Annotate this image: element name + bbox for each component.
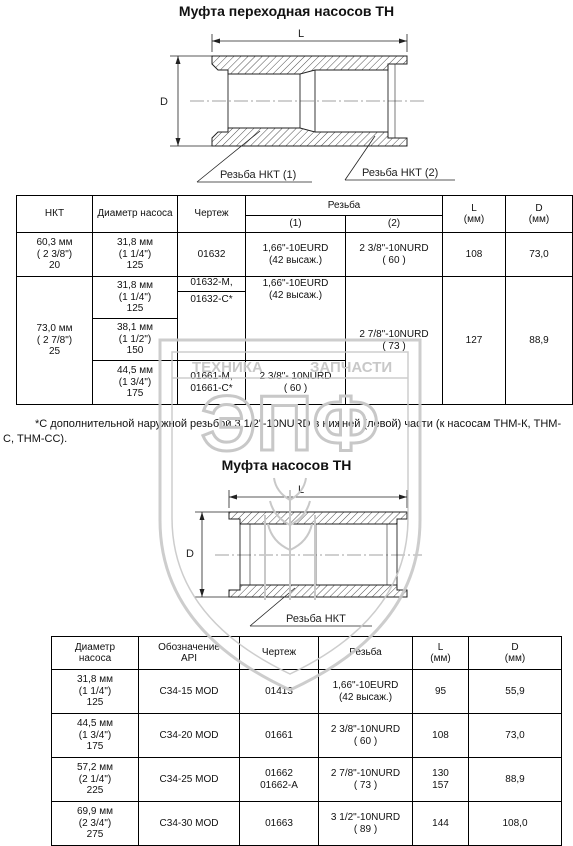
cell-length: 95: [412, 669, 469, 714]
pump-coupling-drawing: L D Резьба НКТ: [186, 484, 422, 627]
cell-thread2: 2 3/8"-10NURD ( 60 ): [345, 232, 443, 277]
cell-length: 108: [412, 713, 469, 758]
thread2-label: Резьба НКТ (2): [362, 167, 438, 179]
pump-coupling-table: Диаметр насоса Обозначение API Чертеж Ре…: [51, 636, 562, 846]
header-length: L (мм): [442, 195, 506, 233]
header-outer-diameter: D (мм): [505, 195, 573, 233]
dim-length-label: L: [298, 28, 304, 40]
cell-diameter: 31,8 мм (1 1/4") 125: [92, 232, 178, 277]
cell-outer-diameter: 73,0: [505, 232, 573, 277]
dim-length-label: L: [298, 484, 304, 496]
table-row: 31,8 мм (1 1/4") 125 C34-15 MOD 01413 1,…: [51, 669, 562, 714]
header-thread-2: (2): [345, 215, 443, 233]
cell-length: 108: [442, 232, 506, 277]
header-length: L (мм): [412, 636, 469, 670]
cell-thread2: 2 7/8"-10NURD ( 73 ): [345, 276, 443, 405]
cell-drawing: 01632: [177, 232, 246, 277]
cell-length: 127: [442, 276, 506, 405]
cell-thread: 2 3/8"-10NURD ( 60 ): [318, 713, 413, 758]
adapter-coupling-table: НКТ Диаметр насоса Чертеж Резьба L (мм) …: [16, 195, 573, 405]
cell-drawing: 01661-М, 01661-С*: [177, 360, 246, 405]
cell-diameter: 31,8 мм (1 1/4") 125: [51, 669, 139, 714]
table-row: 73,0 мм ( 2 7/8") 25 31,8 мм (1 1/4") 12…: [16, 276, 573, 405]
cell-nkt: 73,0 мм ( 2 7/8") 25: [16, 276, 93, 405]
header-nkt: НКТ: [16, 195, 93, 233]
cell-thread1: 1,66"-10EURD (42 высаж.): [245, 232, 346, 277]
cell-outer-diameter: 108,0: [468, 801, 562, 846]
cell-thread1: 1,66"-10EURD (42 высаж.): [245, 276, 346, 361]
cell-drawing: 01662 01662-А: [239, 757, 319, 802]
cell-api: C34-20 MOD: [138, 713, 240, 758]
footnote: *С дополнительной наружной резьбой 3 1/2…: [3, 417, 571, 448]
header-outer-diameter: D (мм): [468, 636, 562, 670]
cell-drawing: 01413: [239, 669, 319, 714]
section2-title: Муфта насосов ТН: [221, 457, 352, 473]
cell-thread: 3 1/2"-10NURD ( 89 ): [318, 801, 413, 846]
cell-thread1: 2 3/8"- 10NURD ( 60 ): [245, 360, 346, 405]
cell-length: 130 157: [412, 757, 469, 802]
adapter-coupling-drawing: L D Резьба НКТ (1) Резьба НКТ (2): [160, 28, 455, 183]
cell-outer-diameter: 73,0: [468, 713, 562, 758]
cell-outer-diameter: 88,9: [505, 276, 573, 405]
header-thread-1: (1): [245, 215, 346, 233]
table-row: 44,5 мм (1 3/4") 175 C34-20 MOD 01661 2 …: [51, 713, 562, 758]
cell-nkt: 60,3 мм ( 2 3/8") 20: [16, 232, 93, 277]
cell-drawing: 01661: [239, 713, 319, 758]
table-row: 69,9 мм (2 3/4") 275 C34-30 MOD 01663 3 …: [51, 801, 562, 846]
cell-diameter: 44,5 мм (1 3/4") 175: [51, 713, 139, 758]
dim-diameter-label: D: [160, 96, 168, 108]
footnote-text: *С дополнительной наружной резьбой 3 1/2…: [3, 418, 562, 446]
cell-diameter: 44,5 мм (1 3/4") 175: [92, 360, 178, 405]
thread-label: Резьба НКТ: [286, 613, 346, 625]
cell-drawing: 01632-М, 01632-С*: [177, 276, 246, 361]
cell-api: C34-30 MOD: [138, 801, 240, 846]
cell-diameter: 38,1 мм (1 1/2") 150: [92, 318, 178, 361]
table-row: 57,2 мм (2 1/4") 225 C34-25 MOD 01662 01…: [51, 757, 562, 802]
header-pump-diameter: Диаметр насоса: [92, 195, 178, 233]
header-pump-diameter: Диаметр насоса: [51, 636, 139, 670]
header-thread: Резьба: [318, 636, 413, 670]
cell-outer-diameter: 55,9: [468, 669, 562, 714]
cell-diameter: 69,9 мм (2 3/4") 275: [51, 801, 139, 846]
cell-length: 144: [412, 801, 469, 846]
header-drawing: Чертеж: [239, 636, 319, 670]
cell-drawing: 01663: [239, 801, 319, 846]
cell-diameter: 31,8 мм (1 1/4") 125: [92, 276, 178, 319]
header-drawing: Чертеж: [177, 195, 246, 233]
header-api: Обозначение API: [138, 636, 240, 670]
cell-api: C34-25 MOD: [138, 757, 240, 802]
cell-outer-diameter: 88,9: [468, 757, 562, 802]
table-row: 60,3 мм ( 2 3/8") 20 31,8 мм (1 1/4") 12…: [16, 232, 573, 277]
cell-diameter: 57,2 мм (2 1/4") 225: [51, 757, 139, 802]
header-thread: Резьба: [245, 195, 443, 216]
thread1-label: Резьба НКТ (1): [220, 169, 296, 181]
section1-title: Муфта переходная насосов ТН: [178, 3, 395, 19]
cell-thread: 1,66"-10EURD (42 высаж.): [318, 669, 413, 714]
dim-diameter-label: D: [186, 548, 194, 560]
cell-thread: 2 7/8"-10NURD ( 73 ): [318, 757, 413, 802]
cell-api: C34-15 MOD: [138, 669, 240, 714]
